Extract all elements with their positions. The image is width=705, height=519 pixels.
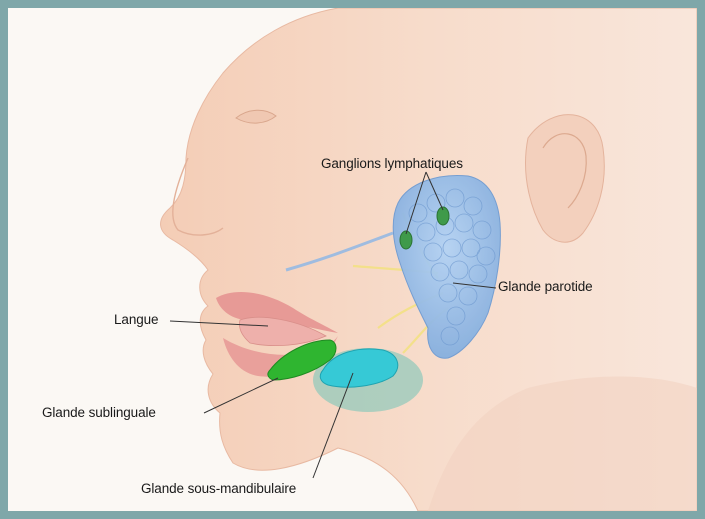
head-illustration: [8, 8, 697, 511]
label-sublingual-gland: Glande sublinguale: [42, 405, 156, 420]
label-tongue: Langue: [114, 312, 158, 327]
illustration-canvas: Ganglions lymphatiques Glande parotide L…: [8, 8, 697, 511]
label-submandibular-gland: Glande sous-mandibulaire: [141, 481, 296, 496]
label-parotid-gland: Glande parotide: [498, 279, 593, 294]
label-lymph-nodes: Ganglions lymphatiques: [321, 156, 463, 171]
